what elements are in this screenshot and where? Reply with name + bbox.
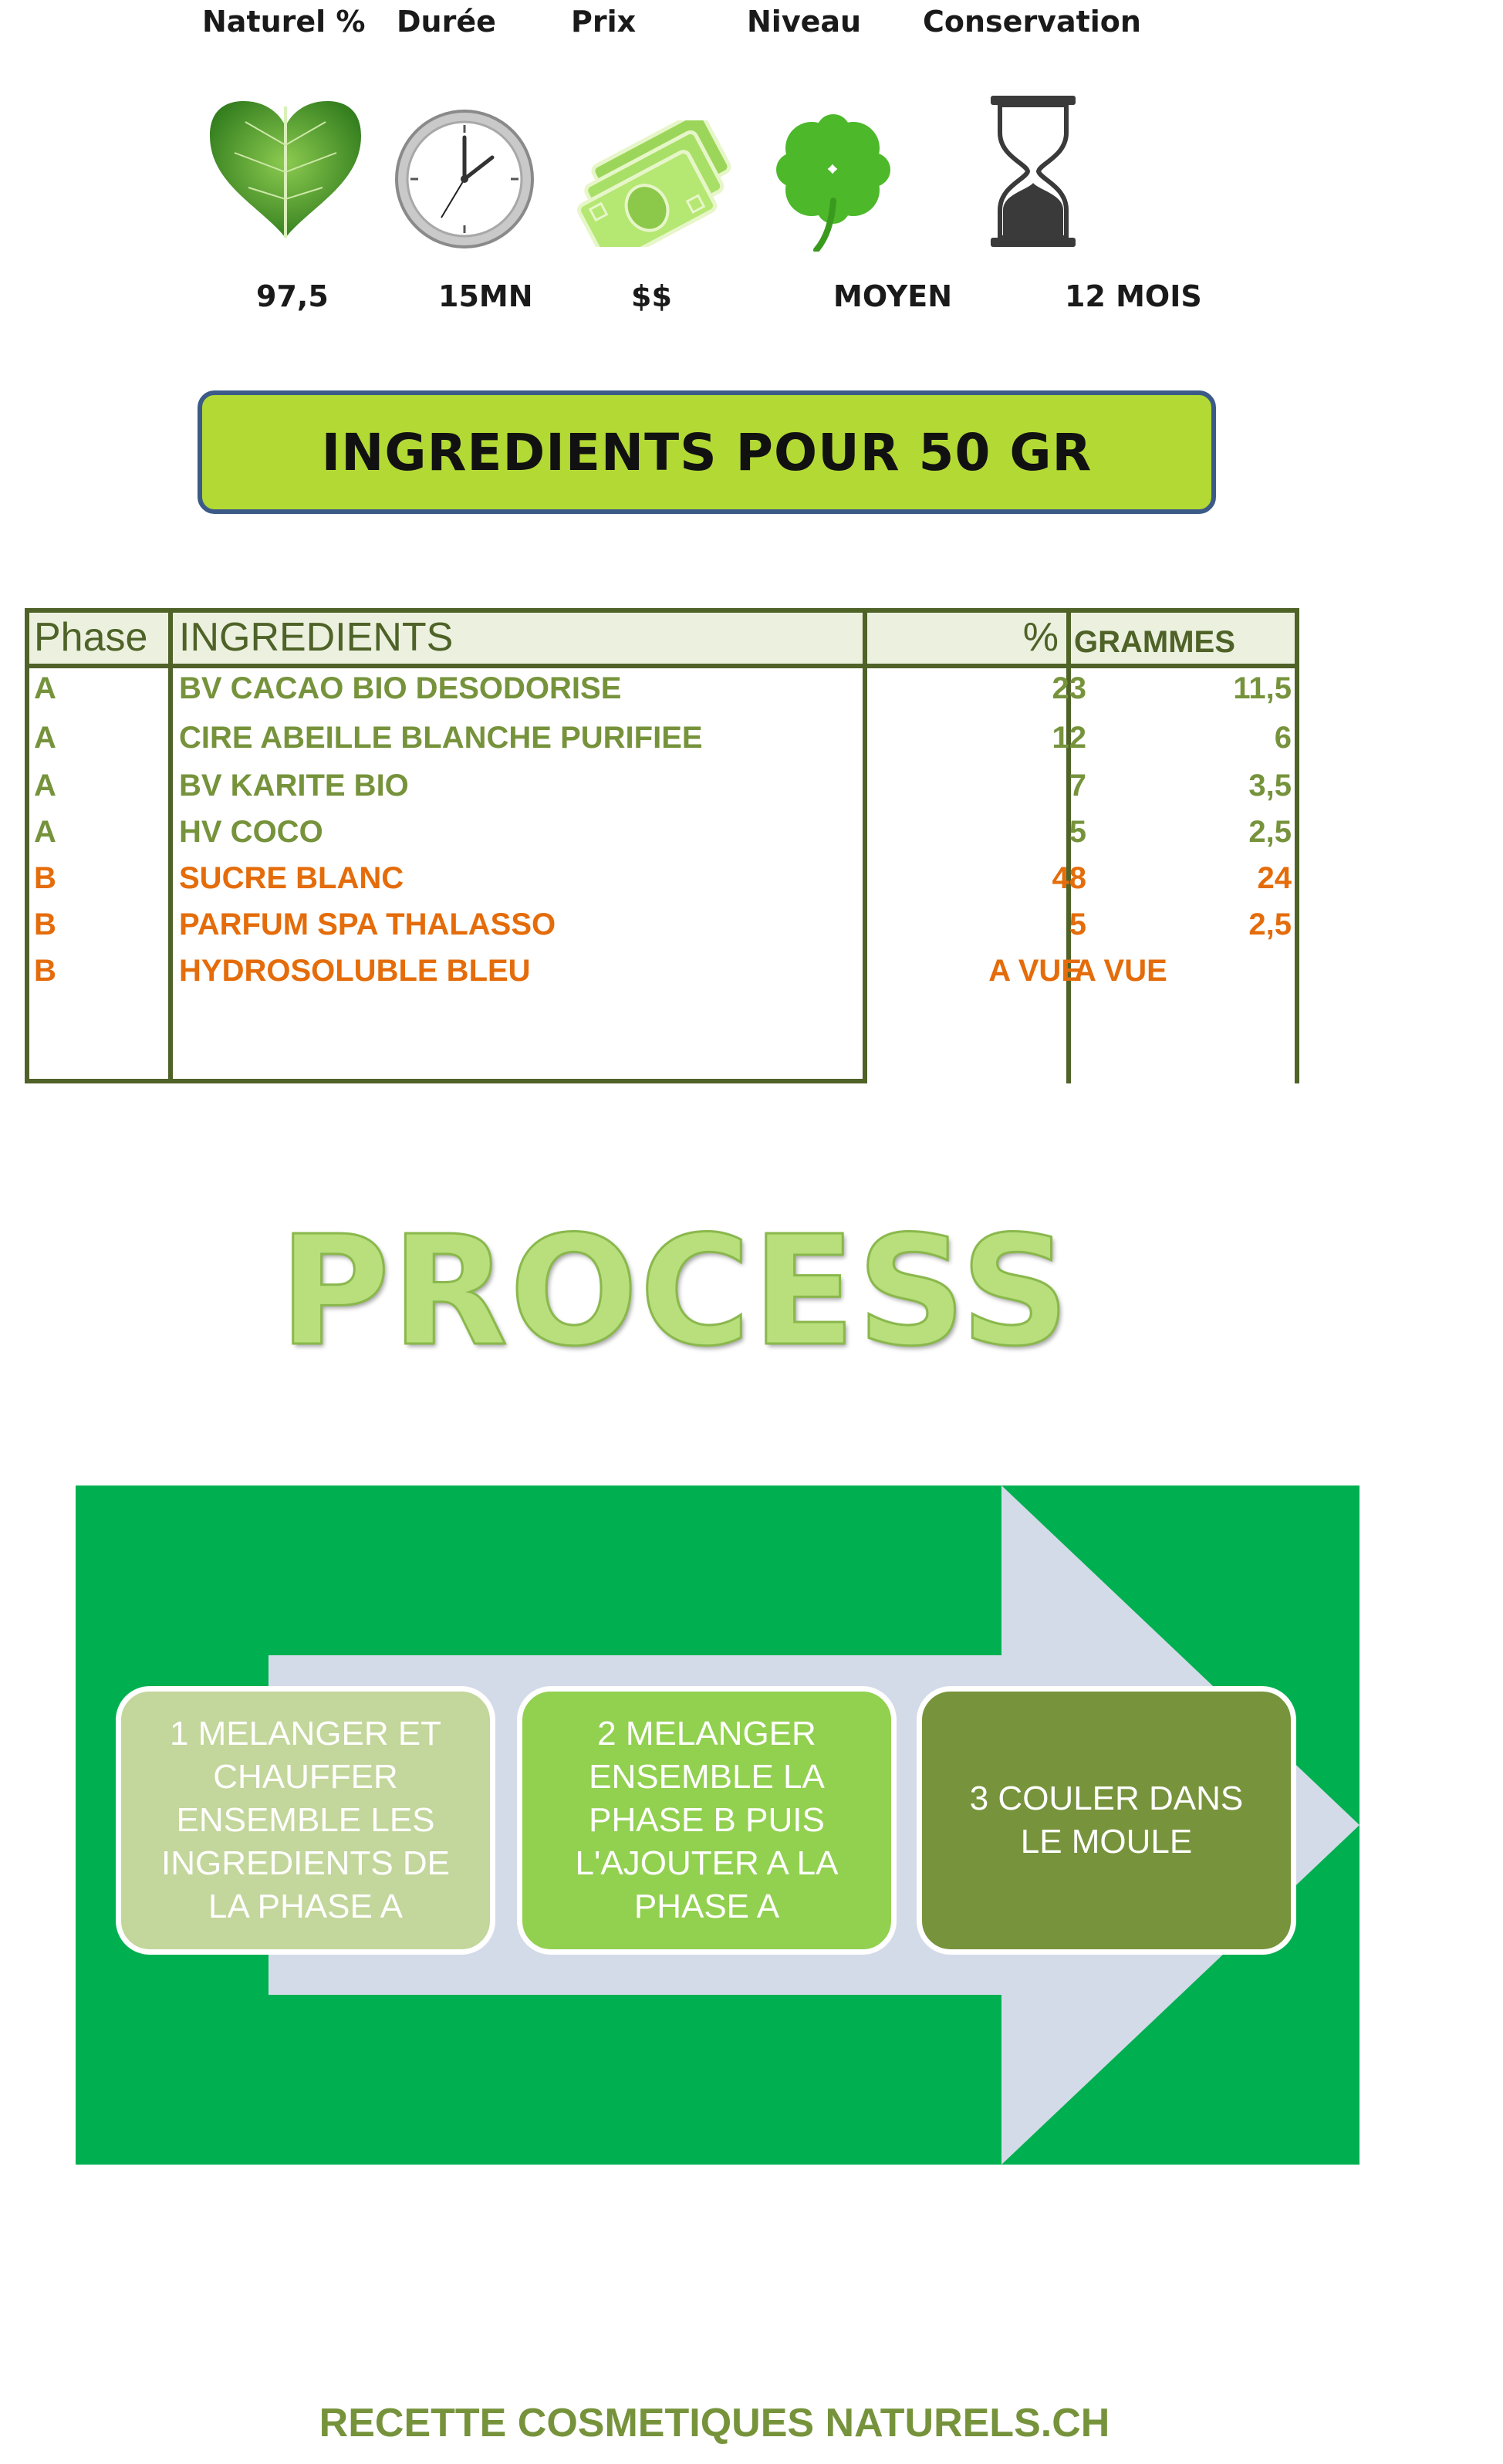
ingredients-banner: INGREDIENTS POUR 50 GR [198, 390, 1216, 514]
table-header-border [25, 664, 1299, 668]
footer-site: RECETTE COSMETIQUES NATURELS.CH [319, 2401, 1110, 2445]
cell-percent: 5 [1069, 908, 1086, 941]
table-header-bg [25, 608, 1299, 667]
table-col-divider-3 [1066, 608, 1071, 1083]
label-duree: Durée [397, 5, 496, 39]
value-prix: $$ [631, 279, 672, 313]
process-title: PROCESS [278, 1203, 1072, 1381]
label-conservation: Conservation [923, 5, 1141, 39]
table-right-border [1295, 608, 1299, 1083]
clover-icon [776, 114, 890, 252]
cell-phase: B [34, 954, 56, 988]
col-header-grams: GRAMMES [1074, 625, 1235, 659]
cell-grams: A VUE [1074, 954, 1167, 988]
cell-phase: A [34, 671, 56, 705]
hourglass-icon [991, 96, 1076, 247]
table-col-divider-2 [863, 608, 867, 1083]
cell-percent: 7 [1069, 769, 1086, 803]
cell-phase: B [34, 861, 56, 895]
process-flow: 1 MELANGER ET CHAUFFER ENSEMBLE LES INGR… [76, 1485, 1359, 2165]
col-header-ingredients: INGREDIENTS [179, 615, 454, 660]
clock-icon [395, 110, 534, 248]
cell-phase: A [34, 769, 56, 803]
col-header-phase: Phase [34, 615, 148, 660]
leaf-heart-icon [210, 100, 361, 238]
ingredients-table: Phase INGREDIENTS % GRAMMES A BV CACAO BI… [25, 608, 1299, 1087]
cell-ingredient: PARFUM SPA THALASSO [179, 908, 556, 941]
cell-percent: 48 [1052, 861, 1087, 895]
table-col-divider-1 [168, 608, 173, 1083]
table-bottom-border [25, 1079, 867, 1083]
cell-grams: 2,5 [1248, 908, 1292, 941]
cell-ingredient: SUCRE BLANC [179, 861, 404, 895]
cell-ingredient: BV CACAO BIO DESODORISE [179, 671, 622, 705]
process-step-3: 3 COULER DANS LE MOULE [917, 1686, 1296, 1955]
cell-percent: 23 [1052, 671, 1087, 705]
process-step-1: 1 MELANGER ET CHAUFFER ENSEMBLE LES INGR… [116, 1686, 495, 1955]
label-niveau: Niveau [747, 5, 862, 39]
label-prix: Prix [571, 5, 637, 39]
cell-grams: 24 [1257, 861, 1292, 895]
cell-phase: B [34, 908, 56, 941]
cell-grams: 3,5 [1248, 769, 1292, 803]
label-naturel: Naturel % [202, 5, 366, 39]
cell-grams: 2,5 [1248, 815, 1292, 849]
table-left-border [25, 608, 29, 1083]
value-conservation: 12 MOIS [1065, 279, 1202, 313]
process-step-2: 2 MELANGER ENSEMBLE LA PHASE B PUIS L'AJ… [517, 1686, 897, 1955]
col-header-percent: % [1022, 615, 1059, 660]
cell-percent: 5 [1069, 815, 1086, 849]
cell-grams: 11,5 [1233, 671, 1292, 705]
cell-phase: A [34, 721, 56, 755]
cell-percent: A VUE [988, 954, 1082, 988]
table-top-border [25, 608, 1299, 613]
value-niveau: MOYEN [833, 279, 953, 313]
cell-grams: 6 [1274, 721, 1292, 755]
money-icon [577, 120, 731, 247]
value-duree: 15MN [438, 279, 533, 313]
cell-ingredient: HYDROSOLUBLE BLEU [179, 954, 531, 988]
cell-phase: A [34, 815, 56, 849]
cell-ingredient: BV KARITE BIO [179, 769, 409, 803]
cell-ingredient: CIRE ABEILLE BLANCHE PURIFIEE [179, 721, 703, 755]
cell-percent: 12 [1052, 721, 1087, 755]
cell-ingredient: HV COCO [179, 815, 323, 849]
value-naturel: 97,5 [256, 279, 329, 313]
